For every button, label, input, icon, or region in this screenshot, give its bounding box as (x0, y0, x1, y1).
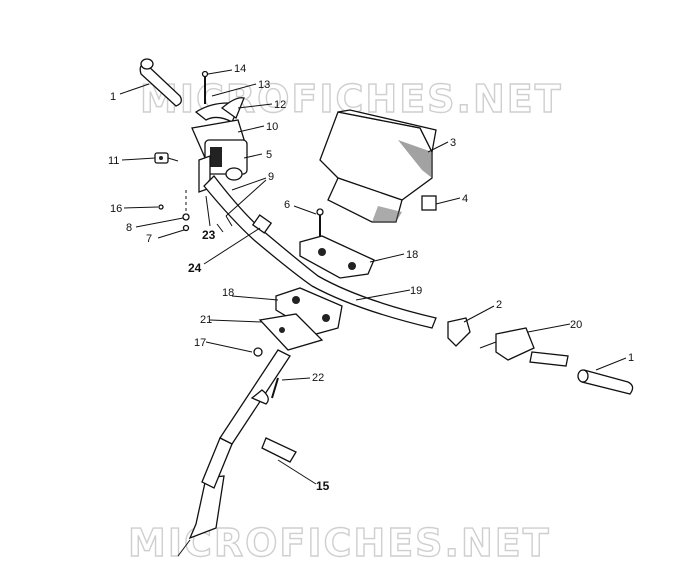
callout-19: 19 (410, 285, 422, 297)
callout-6: 6 (284, 199, 290, 211)
headlight-pod (319, 109, 437, 223)
callout-16: 16 (110, 203, 122, 215)
left-control-assembly (154, 70, 248, 233)
watermark-bottom: MICROFICHES.NET (128, 521, 551, 565)
callout-13: 13 (258, 79, 270, 91)
callout-9: 9 (268, 171, 274, 183)
callout-7: 7 (146, 233, 152, 245)
callout-24: 24 (188, 261, 202, 275)
callout-12: 12 (274, 99, 286, 111)
callout-23: 23 (202, 228, 216, 242)
callout-2: 2 (496, 299, 502, 311)
callout-21: 21 (200, 314, 212, 326)
callout-17: 17 (194, 337, 206, 349)
lower-clamp (258, 287, 343, 351)
left-grip (119, 58, 182, 107)
callout-1-left: 1 (110, 91, 116, 103)
leader-lines (121, 69, 627, 485)
callout-4: 4 (462, 193, 468, 205)
callout-18-upper: 18 (406, 249, 418, 261)
callout-8: 8 (126, 222, 132, 234)
callout-15: 15 (316, 479, 330, 493)
callout-14: 14 (234, 63, 246, 75)
callout-22: 22 (312, 372, 324, 384)
callout-3: 3 (450, 137, 456, 149)
callout-5: 5 (266, 149, 272, 161)
right-controls (447, 317, 634, 395)
callout-18-lower: 18 (222, 287, 234, 299)
callout-1-right: 1 (628, 352, 634, 364)
steering-post (177, 347, 297, 557)
callout-20: 20 (570, 319, 582, 331)
callout-11: 11 (108, 155, 119, 167)
callout-10: 10 (266, 121, 278, 133)
upper-clamp (299, 208, 375, 279)
